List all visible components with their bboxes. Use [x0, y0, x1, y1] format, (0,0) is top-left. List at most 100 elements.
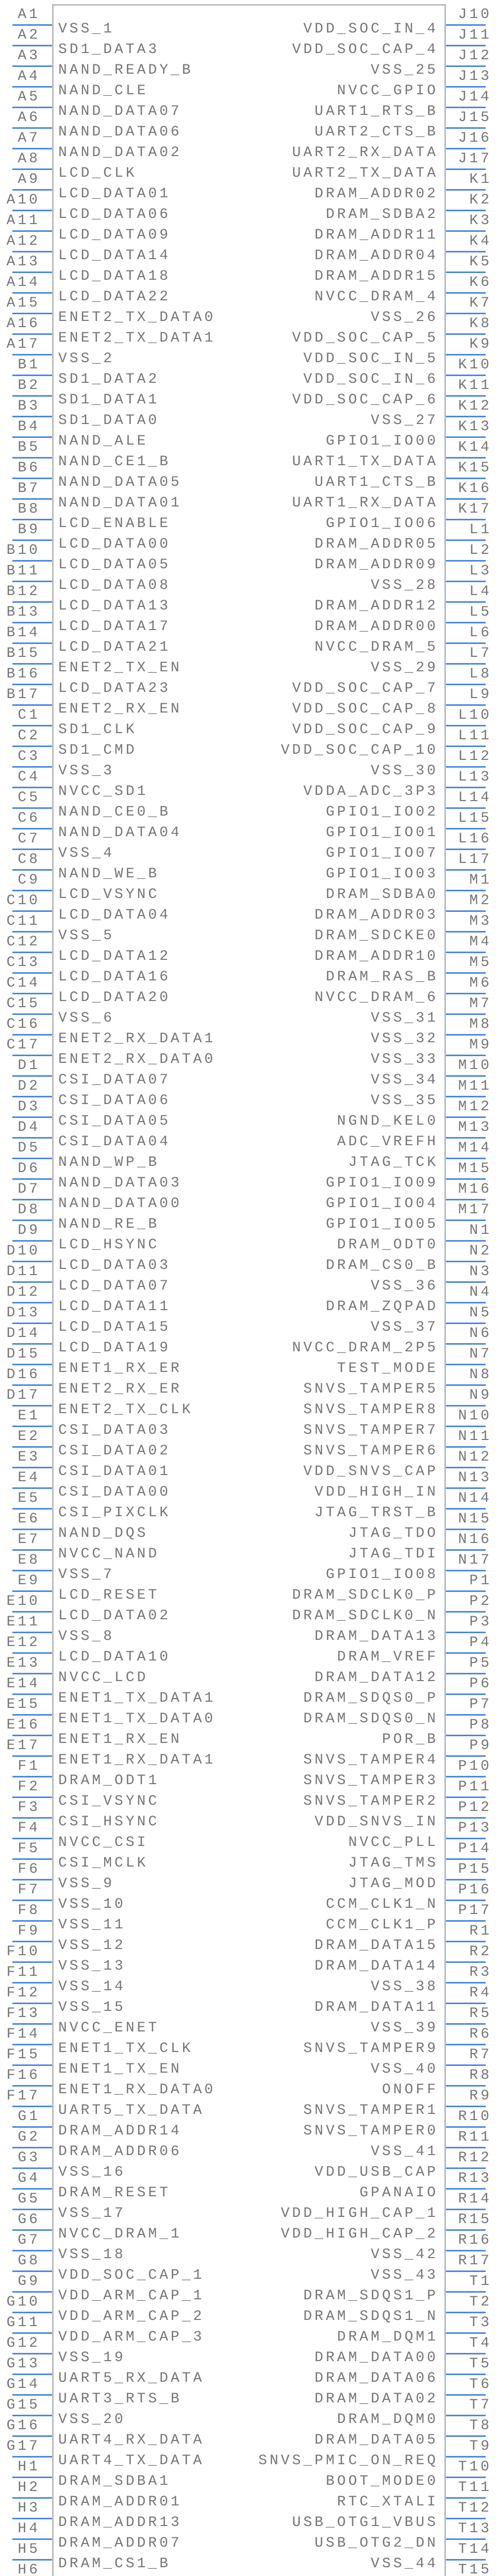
- pin-number-left: G11: [6, 2315, 40, 2331]
- pin-signal-right: VSS_26: [371, 310, 438, 326]
- pin-line-left: [12, 2435, 52, 2437]
- pin-signal-right: NVCC_DRAM_6: [314, 990, 438, 1006]
- pin-number-right: J16: [458, 130, 492, 146]
- pin-signal-right: DRAM_SDCKE0: [314, 928, 438, 944]
- pin-number-right: N16: [458, 1532, 492, 1548]
- pin-number-right: R9: [469, 2088, 492, 2104]
- pin-signal-left: LCD_DATA08: [58, 578, 171, 594]
- pin-signal-right: VDD_SNVS_IN: [314, 1814, 438, 1830]
- pin-line-left: [12, 1838, 52, 1839]
- pin-signal-right: DRAM_SDQS0_N: [303, 1711, 438, 1727]
- pin-line-right: [446, 1590, 486, 1592]
- pin-number-right: P17: [458, 1903, 492, 1919]
- pin-signal-right: SNVS_TAMPER8: [303, 1402, 438, 1418]
- pin-number-right: M8: [469, 1016, 492, 1032]
- pin-number-right: K6: [469, 275, 492, 291]
- pin-signal-left: LCD_DATA19: [58, 1340, 171, 1356]
- pin-number-right: L17: [458, 852, 492, 868]
- pin-number-left: G14: [6, 2377, 40, 2393]
- pin-number-left: A14: [6, 275, 40, 291]
- pin-signal-right: SNVS_TAMPER0: [303, 2123, 438, 2139]
- pin-signal-right: VSS_25: [371, 62, 438, 78]
- pin-signal-left: LCD_DATA03: [58, 1258, 171, 1274]
- pin-signal-left: LCD_ENABLE: [58, 516, 171, 532]
- pin-number-right: P6: [469, 1676, 492, 1692]
- pin-line-left: [12, 1590, 52, 1592]
- pin-number-left: F2: [18, 1779, 40, 1795]
- pin-line-left: [12, 478, 52, 479]
- pin-line-left: [12, 2229, 52, 2231]
- pin-signal-left: VDD_ARM_CAP_1: [58, 2288, 205, 2304]
- pin-signal-left: NVCC_ENET: [58, 2020, 160, 2036]
- pin-signal-right: UART1_TX_DATA: [292, 454, 438, 470]
- pin-number-left: C13: [6, 955, 40, 971]
- pin-signal-left: NAND_DATA05: [58, 474, 182, 490]
- pin-number-left: B6: [18, 460, 40, 476]
- pin-number-right: R10: [458, 2109, 492, 2125]
- pin-signal-left: CSI_DATA02: [58, 1443, 171, 1459]
- pin-number-right: P5: [469, 1655, 492, 1671]
- pin-signal-right: DRAM_ODT0: [337, 1237, 438, 1253]
- pin-line-right: [446, 1096, 486, 1097]
- pin-signal-left: NAND_WP_B: [58, 1155, 160, 1171]
- pin-number-right: K2: [469, 192, 492, 208]
- pin-signal-right: DRAM_ADDR09: [314, 557, 438, 573]
- pin-number-left: B4: [18, 419, 40, 435]
- pin-number-right: L16: [458, 831, 492, 847]
- pin-line-right: [446, 478, 486, 479]
- pin-signal-right: DRAM_DATA00: [314, 2350, 438, 2366]
- pin-signal-right: VDDA_ADC_3P3: [303, 784, 438, 800]
- pin-line-right: [446, 210, 486, 211]
- pin-signal-left: VSS_13: [58, 1958, 126, 1974]
- symbol-body: [52, 4, 446, 2576]
- pin-signal-left: VSS_9: [58, 1876, 115, 1892]
- pin-signal-left: LCD_DATA12: [58, 948, 171, 964]
- pin-number-right: T5: [469, 2356, 492, 2372]
- pin-line-left: [12, 622, 52, 623]
- pin-number-left: A16: [6, 316, 40, 332]
- pin-line-right: [446, 1652, 486, 1654]
- pin-line-left: [12, 1549, 52, 1551]
- pin-number-right: M12: [458, 1099, 492, 1115]
- pin-signal-left: SD1_CMD: [58, 742, 137, 758]
- pin-signal-left: NAND_READY_B: [58, 62, 193, 78]
- pin-number-left: D15: [6, 1346, 40, 1362]
- pin-signal-right: VSS_37: [371, 1319, 438, 1335]
- pin-signal-left: LCD_DATA07: [58, 1278, 171, 1294]
- pin-number-left: C16: [6, 1016, 40, 1032]
- pin-number-left: B12: [6, 584, 40, 600]
- pin-number-right: J17: [458, 151, 492, 167]
- pin-number-right: T3: [469, 2315, 492, 2331]
- pin-line-left: [12, 1920, 52, 1922]
- pin-number-left: E1: [18, 1408, 40, 1424]
- pin-signal-left: VSS_5: [58, 928, 115, 944]
- pin-line-left: [12, 107, 52, 108]
- pin-signal-left: ENET2_TX_EN: [58, 660, 182, 676]
- pin-signal-right: DRAM_ADDR03: [314, 907, 438, 923]
- pin-signal-right: VSS_42: [371, 2247, 438, 2263]
- pin-line-right: [446, 560, 486, 562]
- pin-number-right: T6: [469, 2377, 492, 2393]
- pin-signal-right: GPIO1_IO05: [325, 1216, 438, 1232]
- pin-line-right: [446, 2477, 486, 2478]
- pin-line-left: [12, 2085, 52, 2087]
- pin-line-left: [12, 560, 52, 562]
- pin-signal-left: SD1_CLK: [58, 722, 137, 738]
- pin-number-left: C5: [18, 790, 40, 806]
- pin-line-right: [446, 2044, 486, 2045]
- pin-signal-left: LCD_CLK: [58, 165, 137, 181]
- pin-signal-right: VSS_34: [371, 1072, 438, 1088]
- pin-line-right: [446, 416, 486, 417]
- pin-number-left: C8: [18, 852, 40, 868]
- pin-number-right: M17: [458, 1202, 492, 1218]
- pin-number-left: E11: [6, 1614, 40, 1630]
- pin-line-right: [446, 1797, 486, 1798]
- pin-line-left: [12, 539, 52, 541]
- pin-number-left: F9: [18, 1923, 40, 1939]
- pin-line-left: [12, 807, 52, 809]
- pin-number-left: A10: [6, 192, 40, 208]
- pin-number-left: A8: [18, 151, 40, 167]
- pin-number-right: R17: [458, 2253, 492, 2269]
- pin-number-left: F8: [18, 1903, 40, 1919]
- pin-signal-right: VSS_40: [371, 2061, 438, 2077]
